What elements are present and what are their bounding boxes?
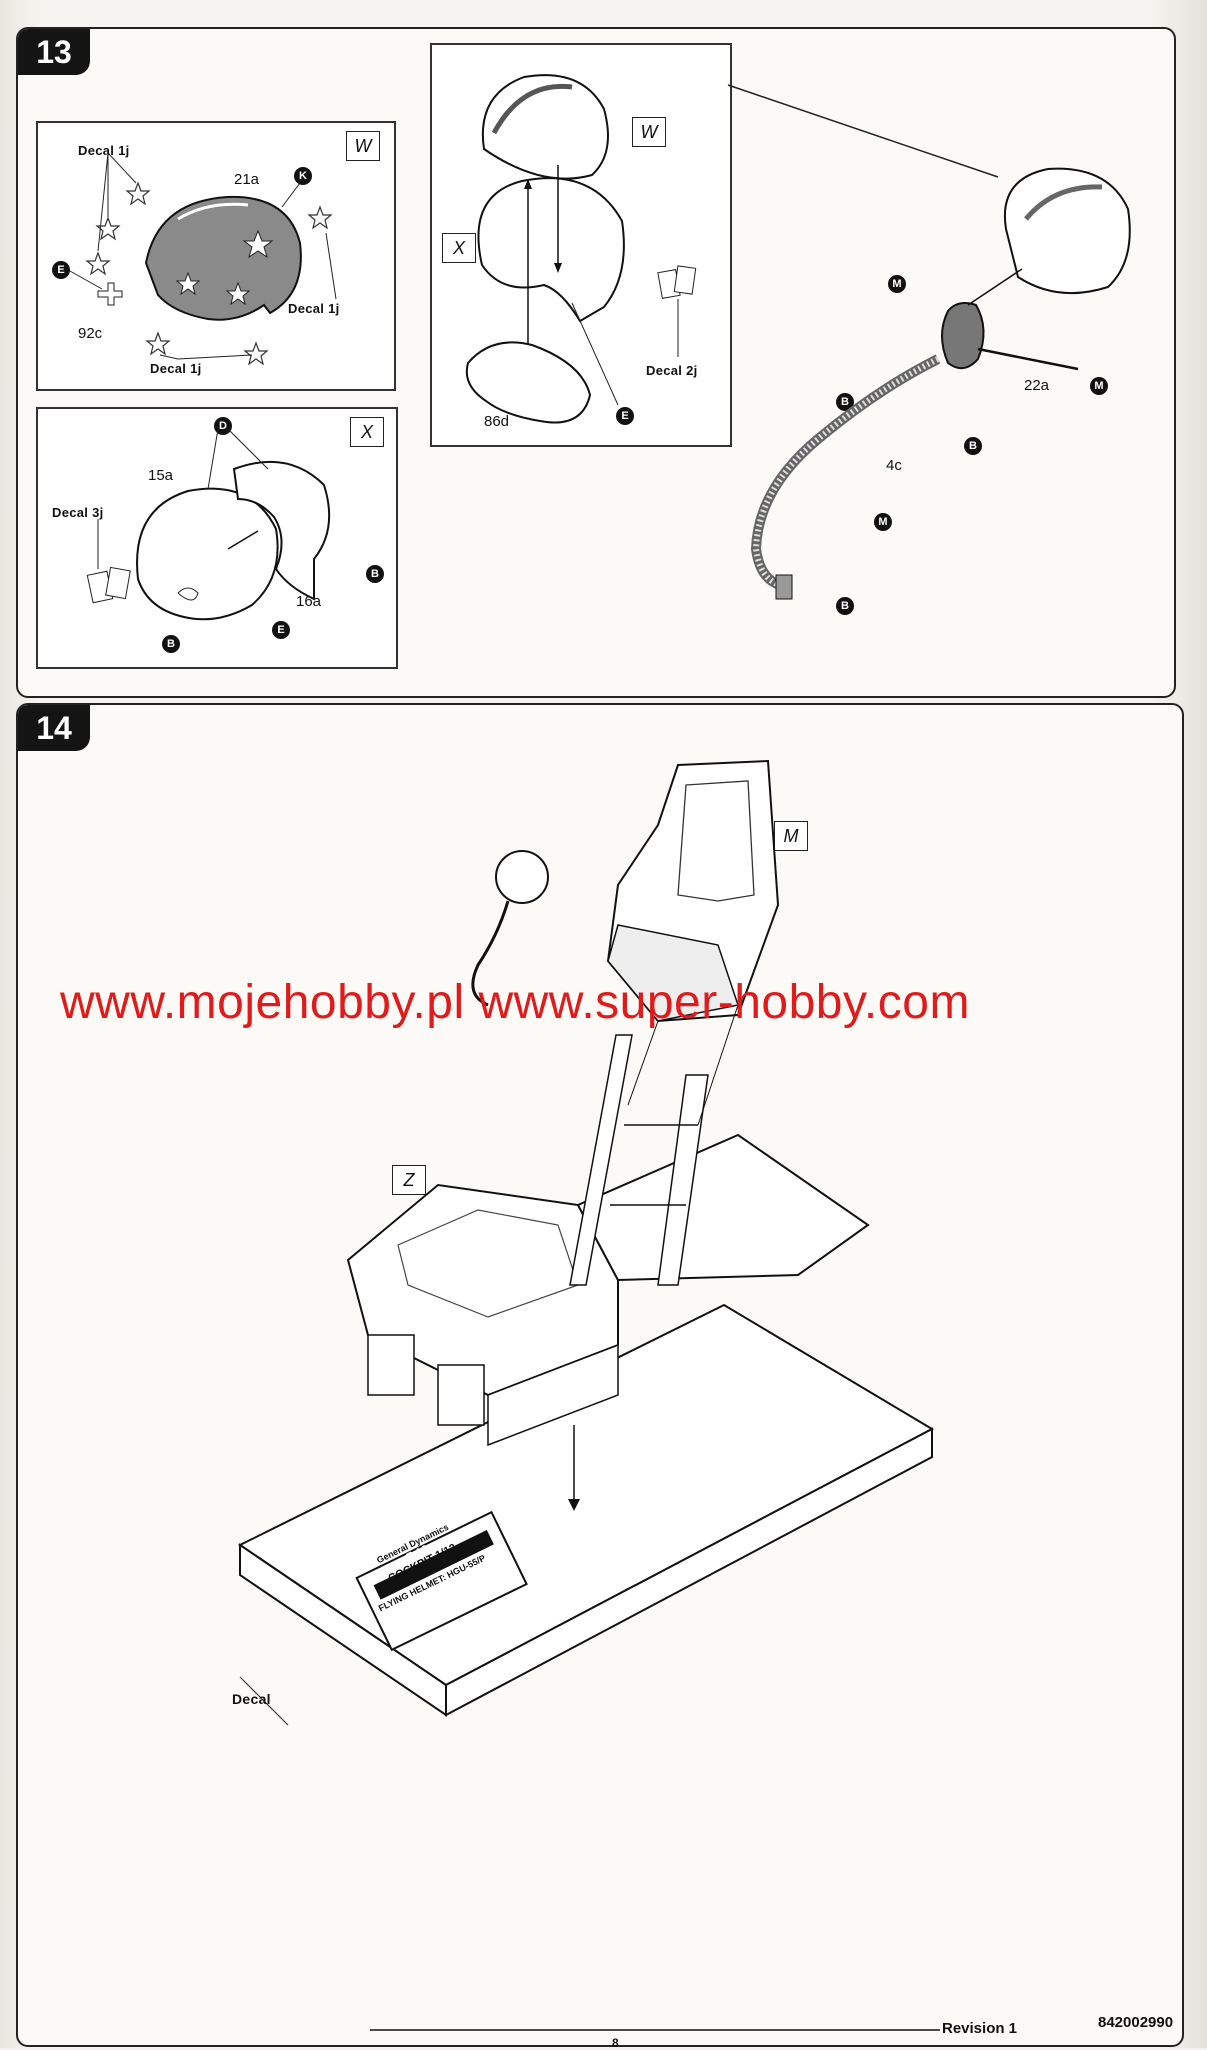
step-14-panel: 14 M Z Decal — [16, 703, 1184, 2047]
helmet-w-illustration — [69, 152, 337, 366]
inset-w: W Decal 1j 21a K Decal 1j E 92c Decal 1j — [36, 121, 396, 391]
decal-label: Decal — [232, 1691, 271, 1707]
callout-b: B — [836, 393, 854, 411]
part-number: 4c — [886, 457, 902, 474]
box-label-z: Z — [392, 1165, 426, 1195]
decal-label: Decal 1j — [150, 361, 202, 376]
inset-helmet-assembly: W X Decal 2j 86d E — [430, 43, 732, 447]
callout-m: M — [888, 275, 906, 293]
box-label-w: W — [346, 131, 380, 161]
oxygen-mask-assembly-illustration — [727, 84, 1131, 600]
callout-b: B — [162, 635, 180, 653]
callout-b: B — [964, 437, 982, 455]
callout-b: B — [836, 597, 854, 615]
decal-label: Decal 1j — [288, 301, 340, 316]
decal-label: Decal 1j — [78, 143, 130, 158]
decal-label: Decal 3j — [52, 505, 104, 520]
callout-m: M — [874, 513, 892, 531]
callout-e: E — [272, 621, 290, 639]
cockpit-assembly-illustration — [238, 759, 935, 1726]
inset-x: X D 15a Decal 3j B 16a E B — [36, 407, 398, 669]
step-number: 13 — [18, 29, 90, 75]
watermark: www.mojehobby.pl www.super-hobby.com — [60, 976, 970, 1029]
callout-e: E — [616, 407, 634, 425]
part-number: 92c — [78, 325, 103, 342]
step-13-panel: 13 W Decal 1j 21a K Decal 1j E 92c Decal… — [16, 27, 1176, 698]
box-label-x: X — [350, 417, 384, 447]
box-label-x: X — [442, 233, 476, 263]
box-label-w: W — [632, 117, 666, 147]
product-code: 842002990 — [1098, 2014, 1174, 2031]
callout-m: M — [1090, 377, 1108, 395]
callout-k: K — [294, 167, 312, 185]
callout-b: B — [366, 565, 384, 583]
decal-label: Decal 2j — [646, 363, 698, 378]
box-label-m: M — [774, 821, 808, 851]
part-number: 15a — [148, 467, 174, 484]
part-number: 22a — [1024, 377, 1050, 394]
callout-d: D — [214, 417, 232, 435]
dedication-plate — [355, 1510, 528, 1652]
part-number: 21a — [234, 171, 260, 188]
helmet-x-illustration — [86, 428, 331, 621]
part-number: 86d — [484, 413, 510, 430]
callout-e: E — [52, 261, 70, 279]
page-number: 8 — [612, 2036, 619, 2050]
step-number: 14 — [18, 705, 90, 751]
revision-label: Revision 1 — [942, 2020, 1018, 2037]
helmet-assembly-illustration — [465, 74, 697, 424]
footer-rule — [370, 2029, 940, 2031]
